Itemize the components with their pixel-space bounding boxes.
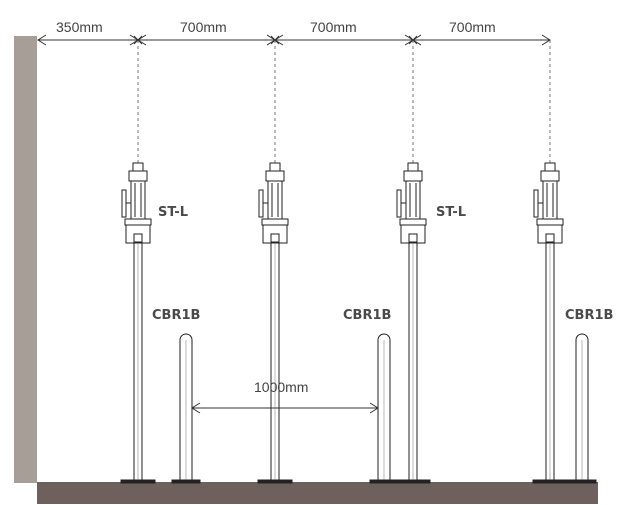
pump-label-2: ST-L <box>436 205 466 220</box>
bollard-1 <box>171 333 201 484</box>
bollard-2 <box>369 333 399 484</box>
bollard-label-1: CBR1B <box>152 308 200 323</box>
pump-stand-3 <box>395 162 431 484</box>
pump-post <box>257 243 293 484</box>
dim-spacing-2: 700mm <box>310 19 357 35</box>
pump-post <box>395 243 431 484</box>
pump-head <box>258 162 289 244</box>
pump-label-1: ST-L <box>158 205 188 220</box>
bollard-gap-dimension-line <box>191 402 379 414</box>
wall <box>14 36 37 483</box>
dim-wall-offset: 350mm <box>56 19 103 35</box>
pump-post <box>532 243 568 484</box>
pump-head <box>121 162 152 244</box>
center-lines <box>137 40 551 165</box>
dim-spacing-3: 700mm <box>449 19 496 35</box>
dim-bollard-gap: 1000mm <box>254 379 308 395</box>
dim-spacing-1: 700mm <box>180 19 227 35</box>
bollard-3 <box>567 333 597 484</box>
bollard-label-2: CBR1B <box>343 308 391 323</box>
pump-stand-2 <box>257 162 293 484</box>
pump-post <box>120 243 156 484</box>
bollard-label-3: CBR1B <box>565 308 613 323</box>
pump-stand-4 <box>532 162 568 484</box>
floor <box>37 482 598 504</box>
pump-stand-1 <box>120 162 156 484</box>
pump-head <box>533 162 564 244</box>
top-dimension-line <box>37 34 551 46</box>
pump-head <box>396 162 427 244</box>
